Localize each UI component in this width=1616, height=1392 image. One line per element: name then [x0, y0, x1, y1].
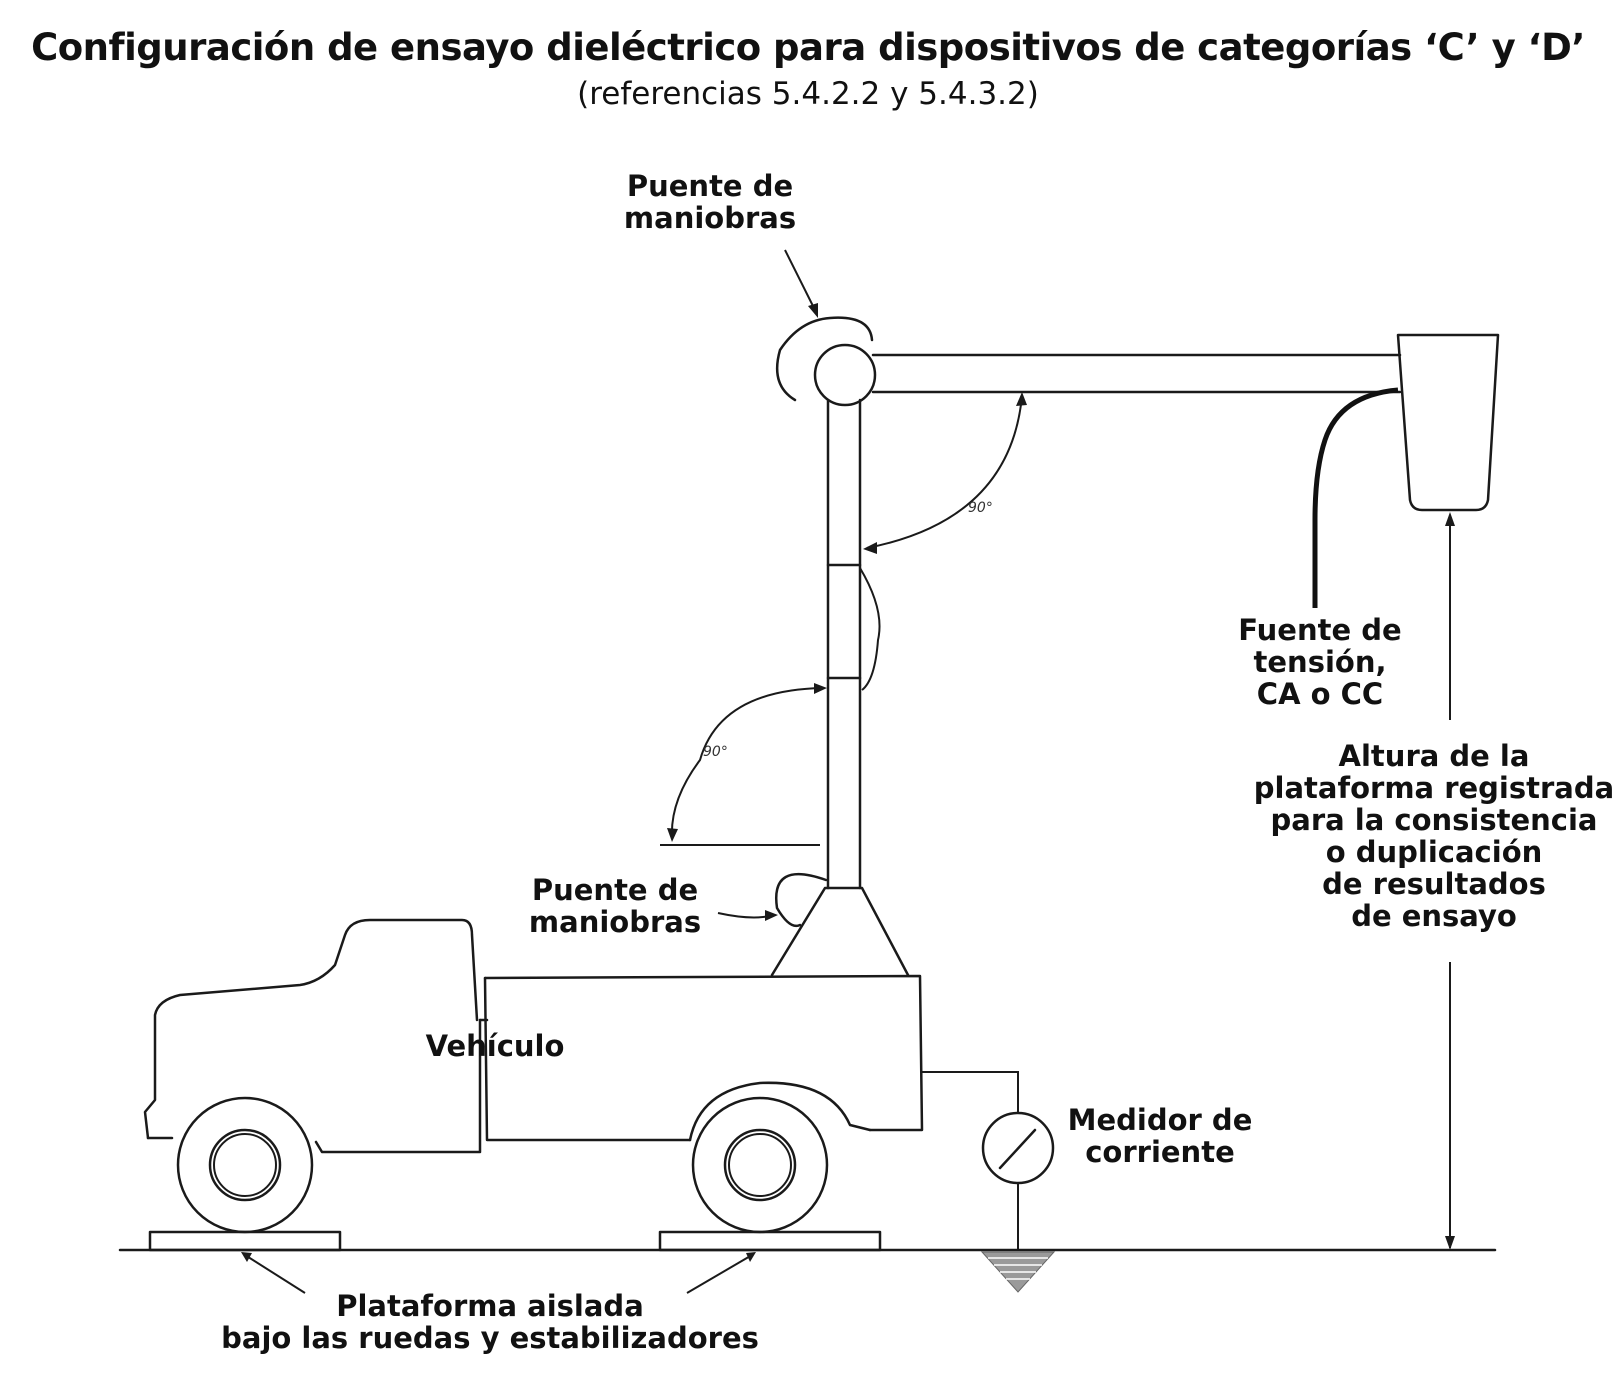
upper-angle-label: 90° — [968, 500, 993, 516]
voltage-source-cable — [1312, 387, 1399, 608]
insulated-platform-front — [148, 1230, 342, 1252]
lower-angle-arc — [670, 687, 824, 839]
rear-wheel — [691, 1096, 829, 1234]
diagram-title: Configuración de ensayo dieléctrico para… — [31, 26, 1585, 69]
lower-switch-bulb — [774, 872, 828, 928]
lower-angle-label: 90° — [703, 744, 728, 760]
turret-base — [770, 886, 910, 977]
bucket — [1396, 333, 1500, 512]
current-meter-circuit — [922, 1071, 1056, 1293]
boom-horizontal — [871, 353, 1402, 394]
height-dimension — [1445, 512, 1455, 1250]
label-vehicle: Vehículo — [425, 1029, 565, 1063]
diagram-subtitle: (referencias 5.4.2.2 y 5.4.3.2) — [577, 76, 1039, 112]
front-wheel — [176, 1096, 314, 1234]
vehicle — [143, 918, 924, 1234]
boom-vertical — [826, 398, 881, 890]
insulated-platform-rear — [658, 1230, 882, 1252]
upper-angle-arc — [866, 395, 1023, 549]
upper-pivot — [775, 316, 877, 407]
